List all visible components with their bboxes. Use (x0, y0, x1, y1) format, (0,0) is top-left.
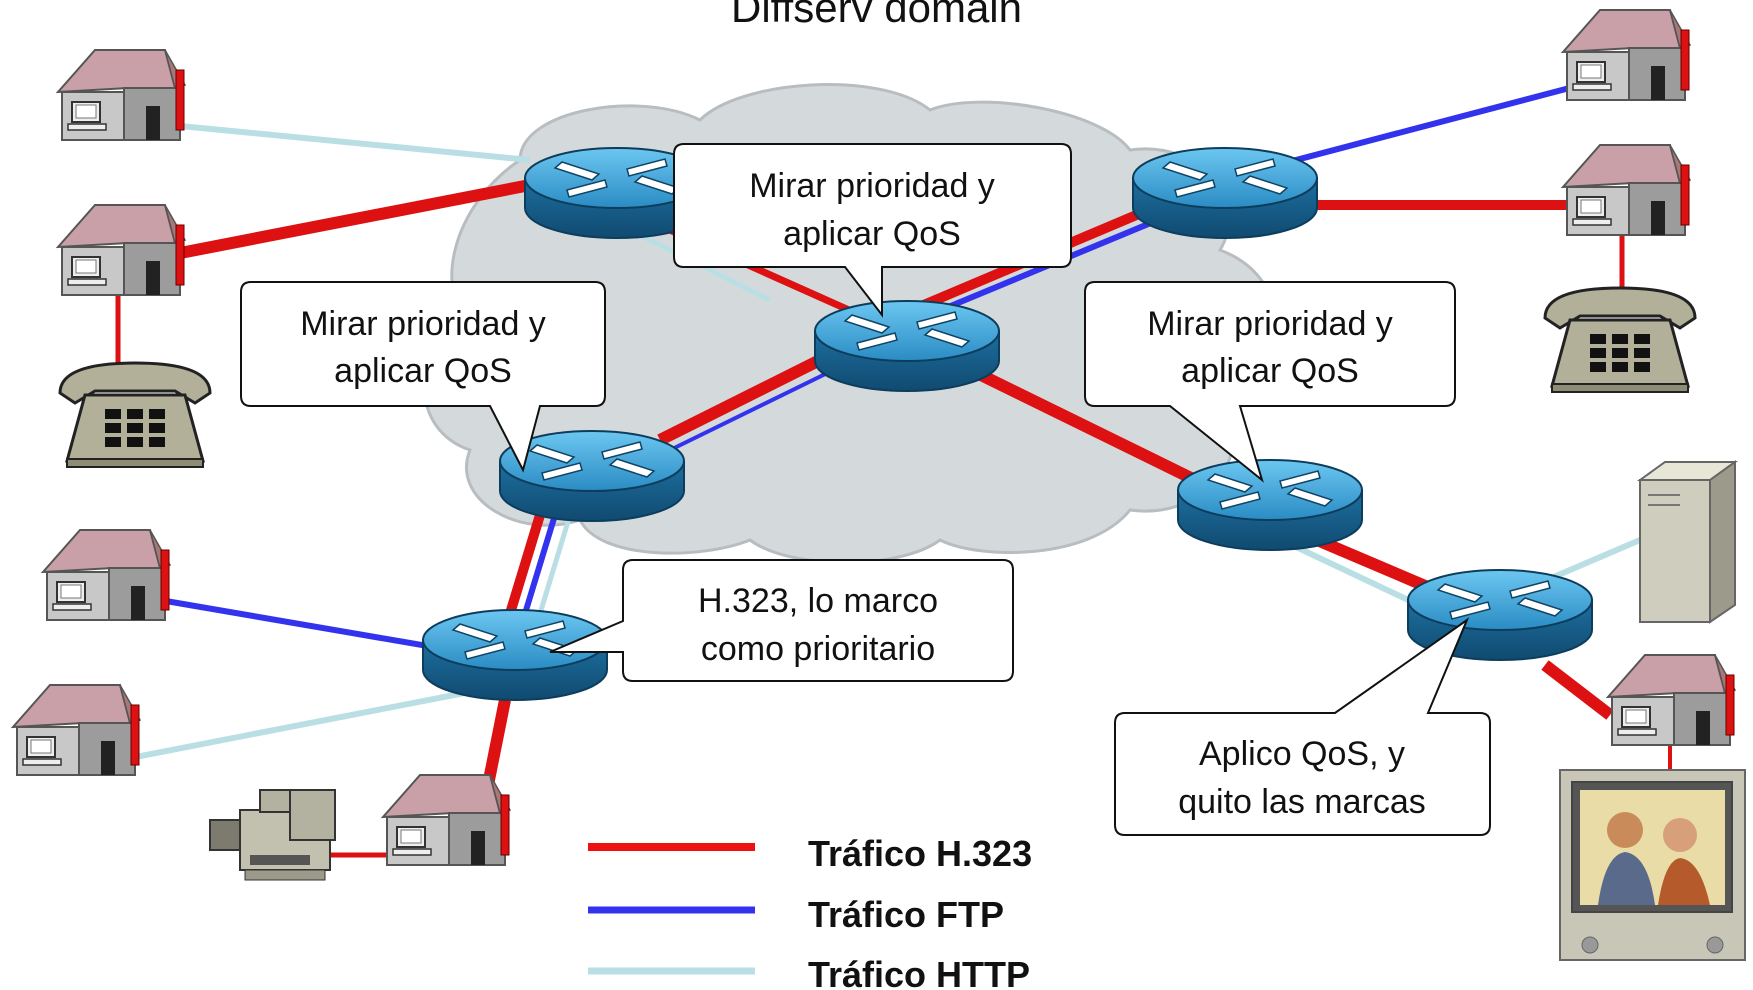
house-icon (57, 49, 186, 141)
callout-edge-in-line2: como prioritario (701, 630, 935, 668)
callout-right: Mirar prioridad y aplicar QoS (1084, 281, 1456, 483)
house-icon (42, 529, 171, 621)
server-icon (1636, 460, 1739, 624)
callout-top: Mirar prioridad y aplicar QoS (673, 143, 1072, 318)
video-monitor-icon (1559, 769, 1746, 961)
house-icon (1607, 654, 1736, 746)
callout-left-line1: Mirar prioridad y (300, 305, 546, 343)
legend: Tráfico H.323 Tráfico FTP Tráfico HTTP (588, 833, 1032, 990)
callout-edge-out: Aplico QoS, y quito las marcas (1114, 617, 1491, 836)
router-icon (422, 609, 608, 701)
telephone-icon (1543, 286, 1697, 394)
legend-label-h323: Tráfico H.323 (808, 833, 1032, 874)
callout-edge-out-line2: quito las marcas (1178, 783, 1426, 821)
legend-label-ftp: Tráfico FTP (808, 894, 1004, 935)
house-icon (57, 204, 186, 296)
callout-top-line1: Mirar prioridad y (749, 167, 995, 205)
callout-left: Mirar prioridad y aplicar QoS (240, 281, 606, 473)
legend-label-http: Tráfico HTTP (808, 954, 1030, 990)
router-icon (814, 300, 1000, 392)
house-icon (1562, 144, 1691, 236)
router-icon (1132, 147, 1318, 239)
callout-edge-out-line1: Aplico QoS, y (1199, 735, 1405, 773)
diagram-title: Diffserv domain (730, 0, 1022, 31)
house-icon (12, 684, 141, 776)
callout-left-line2: aplicar QoS (334, 352, 512, 390)
callout-top-line2: aplicar QoS (783, 215, 961, 253)
video-camera-icon (209, 789, 336, 881)
callout-right-line2: aplicar QoS (1181, 352, 1359, 390)
callout-edge-in: H.323, lo marco como prioritario (549, 559, 1014, 682)
telephone-icon (58, 361, 212, 469)
house-icon (382, 774, 511, 866)
callout-right-line1: Mirar prioridad y (1147, 305, 1393, 343)
callout-edge-in-line1: H.323, lo marco (698, 582, 938, 620)
router-icon (1177, 459, 1363, 551)
house-icon (1562, 9, 1691, 101)
